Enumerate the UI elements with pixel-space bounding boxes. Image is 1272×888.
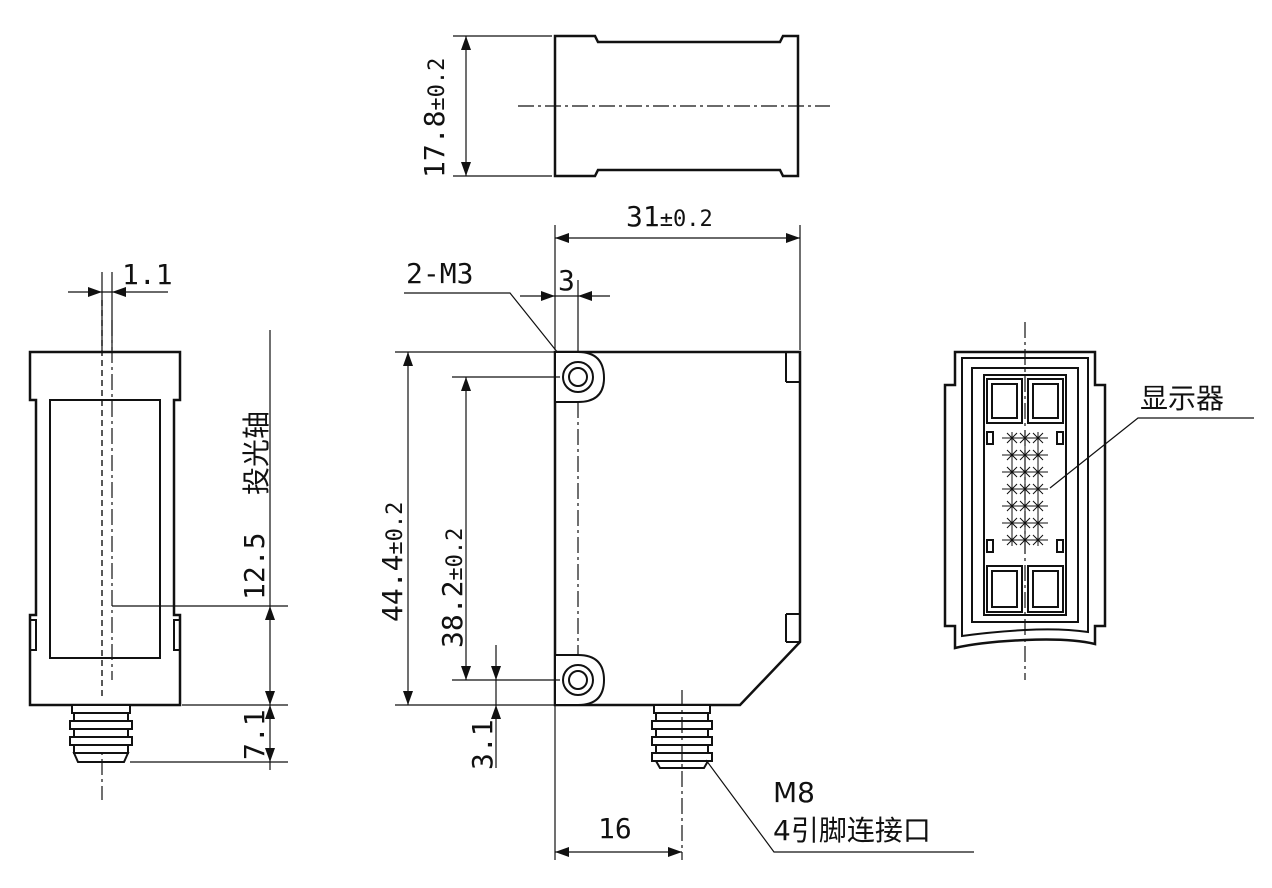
top-view: 17.8±0.2 <box>418 34 830 178</box>
rear-button-bl <box>986 565 1023 613</box>
top-height-dim: 17.8±0.2 <box>418 58 451 178</box>
top-view-outline <box>553 34 800 178</box>
hole-leader <box>404 292 563 359</box>
mount-ear-top <box>554 351 606 403</box>
hole-pitch-dim: 38.2±0.2 <box>436 528 469 648</box>
rear-view-outline <box>943 350 1107 650</box>
side-offset-dim: 1.1 <box>122 258 173 291</box>
connector-len-dim: 7.1 <box>238 709 271 760</box>
connector-leader <box>705 759 974 853</box>
side-view: 1.1 12.5 投光轴 7.1 <box>28 258 288 800</box>
hole-label: 2-M3 <box>406 257 473 290</box>
display-frame <box>983 374 1067 616</box>
connector-pos-dim: 16 <box>598 812 632 845</box>
display-leader <box>1049 417 1254 489</box>
axis-label: 投光轴 <box>240 411 273 495</box>
connector-type: M8 <box>773 776 815 809</box>
rear-button-tl <box>986 378 1023 424</box>
connector-desc: 4引脚连接口 <box>773 814 931 847</box>
mount-ear-bottom <box>554 654 606 706</box>
side-connector <box>69 704 133 763</box>
display-label: 显示器 <box>1140 382 1224 415</box>
rear-button-br <box>1027 565 1064 613</box>
side-view-outline <box>28 350 182 707</box>
segment-display <box>1002 432 1048 546</box>
overall-height-dim: 44.4±0.2 <box>376 502 409 622</box>
front-view: 31±0.2 2-M3 3 44.4±0 <box>376 200 974 860</box>
side-view-window <box>49 399 161 659</box>
bottom-offset-dim: 3.1 <box>466 719 499 770</box>
hole-offset-dim: 3 <box>558 264 575 297</box>
width-dim: 31±0.2 <box>626 200 713 233</box>
rear-button-tr <box>1027 378 1064 424</box>
rear-view: 显示器 <box>943 322 1254 680</box>
axis-pos-dim: 12.5 <box>238 533 271 600</box>
front-view-outline <box>553 350 802 707</box>
